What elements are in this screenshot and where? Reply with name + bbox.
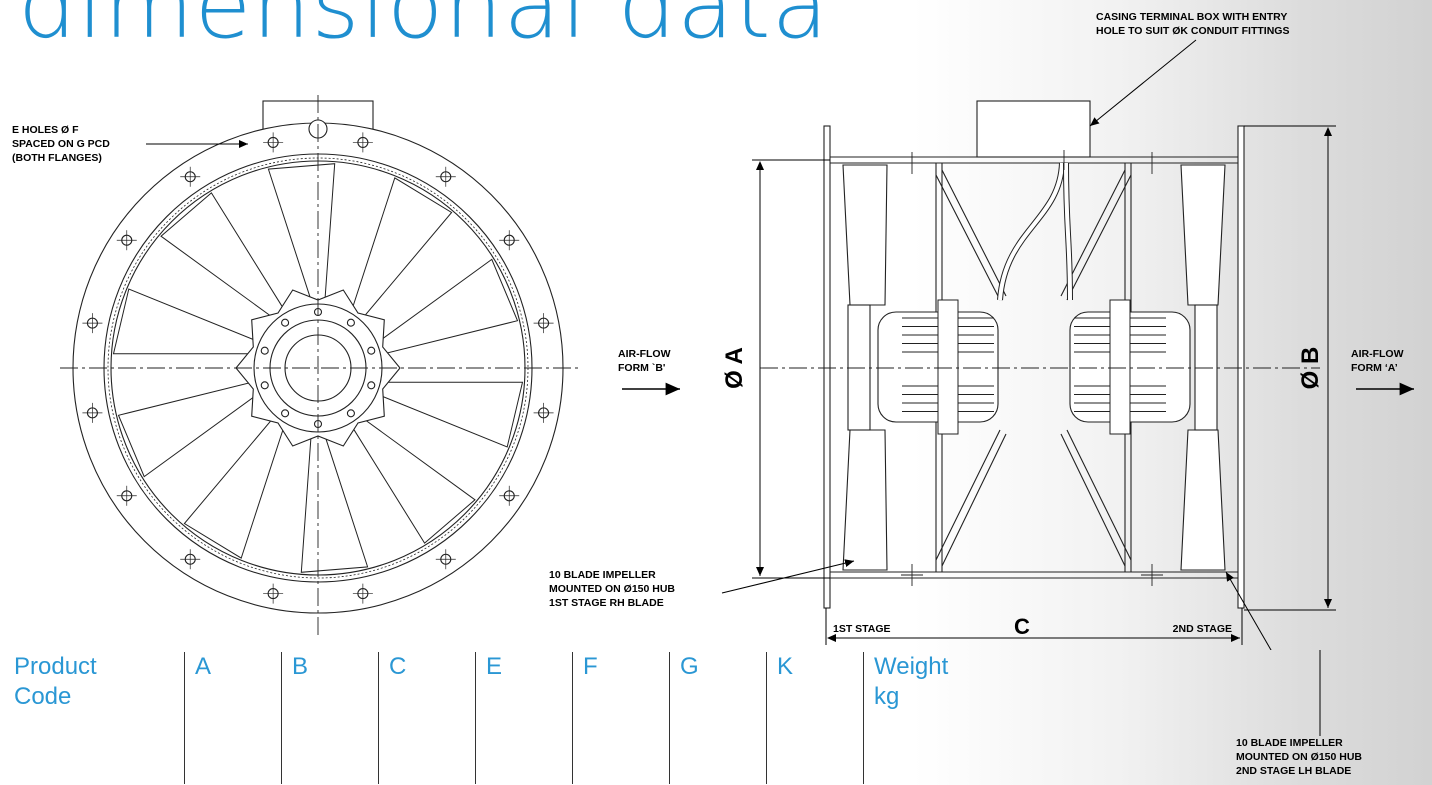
terminal-leader (1089, 39, 1197, 127)
dimension-a (752, 159, 830, 579)
hub-bolt (367, 346, 376, 355)
hub-bolt (281, 409, 290, 418)
hub-bolt (367, 381, 376, 390)
flange-hole (116, 485, 137, 506)
impeller1-note: 10 BLADE IMPELLER MOUNTED ON Ø150 HUB 1S… (549, 569, 678, 609)
flange-hole (82, 402, 103, 423)
flange-hole (263, 583, 284, 604)
impeller1-leader (721, 559, 855, 594)
flange-hole (82, 313, 103, 334)
terminal-note: CASING TERMINAL BOX WITH ENTRY HOLE TO S… (1096, 11, 1290, 37)
hub-bolt (346, 318, 355, 327)
page-title: dimensional data (18, 0, 829, 59)
front-view (60, 95, 580, 635)
col-b: B (281, 652, 379, 784)
col-e: E (475, 652, 573, 784)
dim-b-label: Ø B (1297, 347, 1324, 390)
hub-bolt (260, 346, 269, 355)
flange-hole (435, 549, 456, 570)
stage2-blade-bottom (1180, 429, 1226, 571)
flange-hole (352, 583, 373, 604)
dimension-b (1244, 125, 1336, 611)
flange-hole (180, 166, 201, 187)
flange-hole (499, 230, 520, 251)
holes-note: E HOLES Ø F SPACED ON G PCD (BOTH FLANGE… (12, 124, 113, 164)
flange-left (823, 125, 831, 609)
flange-hole (263, 132, 284, 153)
stage2-blade-top (1180, 164, 1226, 306)
flange-hole (499, 485, 520, 506)
impeller-blades (112, 163, 524, 573)
dimension-c (825, 608, 1243, 645)
technical-drawing: E HOLES Ø F SPACED ON G PCD (BOTH FLANGE… (12, 11, 1414, 650)
stage1-blade-bottom (842, 429, 888, 571)
flange-hole (435, 166, 456, 187)
impeller2-leader (1225, 571, 1272, 650)
dim-c-label: C (1014, 614, 1030, 639)
dim-a-label: Ø A (721, 347, 748, 389)
hub-bolt (281, 318, 290, 327)
stage1-blade-top (842, 164, 888, 306)
flange-hole (533, 313, 554, 334)
col-f: F (572, 652, 670, 784)
stage2-label: 2ND STAGE (1173, 623, 1232, 635)
airflow-b-label: AIR-FLOW FORM `B' (618, 348, 673, 374)
hub-bolt (260, 381, 269, 390)
flange-hole (116, 230, 137, 251)
flange-hole (352, 132, 373, 153)
col-a: A (184, 652, 282, 784)
hub-bolt (346, 409, 355, 418)
flange-holes (82, 132, 554, 604)
side-view (760, 100, 1320, 609)
motor-fins (902, 299, 1166, 435)
col-c: C (378, 652, 476, 784)
side-terminal-box (976, 100, 1091, 158)
col-k: K (766, 652, 864, 784)
airflow-a-label: AIR-FLOW FORM ‘A’ (1351, 348, 1406, 374)
col-g: G (669, 652, 767, 784)
flange-right (1237, 125, 1245, 609)
flange-hole (533, 402, 554, 423)
flange-hole (180, 549, 201, 570)
stage1-label: 1ST STAGE (833, 623, 891, 635)
